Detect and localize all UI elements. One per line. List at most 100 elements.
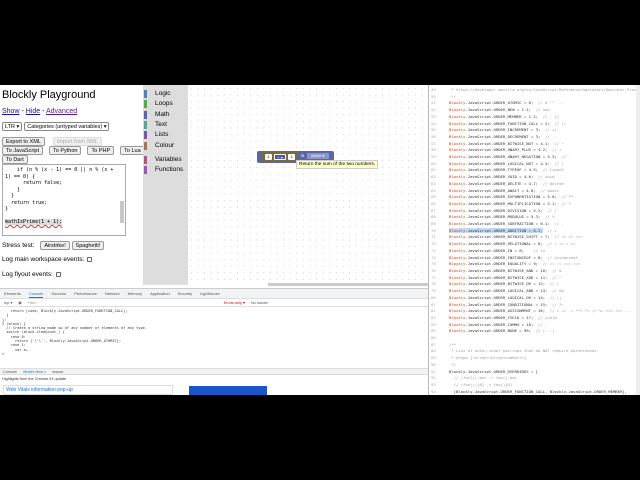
source-code: 49 * https://developer.mozilla.org/en/Ja… [431, 87, 640, 395]
toolbox-category-lists[interactable]: Lists [143, 130, 168, 140]
source-text: Blockly.JavaScript.ORDER_IN = 8; // in [449, 247, 546, 253]
line-number: 70 [431, 227, 436, 233]
toolbox-category-loops[interactable]: Loops [143, 99, 173, 109]
devtools-panel: Elements Console Sources Performance Net… [0, 288, 428, 395]
number-field-b[interactable]: 1 [288, 154, 295, 160]
show-link[interactable]: Show [2, 108, 20, 115]
to-python-button[interactable]: To Python [49, 146, 82, 155]
source-line: 82 Blockly.JavaScript.ORDER_ASSIGNMENT = … [431, 308, 640, 315]
source-text: // (foo())[0] -> foo()[0] [449, 381, 513, 387]
devtools-tab[interactable]: Network [104, 291, 120, 296]
console-line: } [2, 313, 9, 318]
devtools-tab[interactable]: Sources [51, 291, 67, 296]
line-number: 81 [431, 301, 436, 307]
toolbox-value: Categories (untyped variables) [27, 124, 103, 130]
drawer-tab[interactable]: Console [3, 370, 17, 374]
source-text: /** [449, 341, 457, 347]
toolbox-select[interactable]: Categories (untyped variables) ▾ [24, 122, 110, 131]
line-number: 49 [431, 87, 436, 92]
code-line: } [5, 206, 9, 212]
stress-test-row: Stress test: Airstrike! Spaghetti! [2, 241, 105, 250]
source-text: Blockly.JavaScript.ORDER_BITWISE_SHIFT =… [449, 234, 583, 240]
property-dropdown[interactable]: prime ▾ [307, 153, 329, 159]
log-levels-select[interactable]: Errors only ▾ [223, 301, 245, 305]
source-text: Blockly.JavaScript.ORDER_FUNCTION_CALL =… [449, 120, 567, 126]
devtools-tab[interactable]: Application [150, 291, 170, 296]
issues-button[interactable]: No Issues [250, 301, 268, 305]
advanced-link[interactable]: Advanced [46, 108, 78, 115]
filter-input[interactable]: Filter [27, 301, 37, 305]
devtools-tab[interactable]: Memory [127, 291, 143, 296]
console-line: case 0: [2, 334, 26, 339]
export-xml-button[interactable]: Export to XML [2, 137, 45, 146]
toolbox-category-functions[interactable]: Functions [143, 165, 183, 175]
source-text: Blockly.JavaScript.ORDER_UNARY_PLUS = 4.… [449, 147, 562, 153]
to-dart-button[interactable]: To Dart [2, 155, 28, 164]
operator-dropdown[interactable]: + ▾ [274, 154, 286, 160]
log-flyout-checkbox[interactable] [55, 271, 61, 277]
line-number: 84 [431, 321, 436, 327]
line-number: 67 [431, 207, 436, 213]
source-text: Blockly.JavaScript.ORDER_MULTIPLICATION … [449, 200, 571, 206]
import-xml-button[interactable]: Import from XML [52, 137, 102, 146]
line-number: 58 [431, 147, 436, 153]
hide-link[interactable]: Hide [25, 108, 41, 115]
devtools-tab[interactable]: Elements [4, 291, 21, 296]
devtools-tab[interactable]: Security [177, 291, 193, 296]
toolbox-category-logic[interactable]: Logic [143, 89, 171, 99]
source-text: Blockly.JavaScript.ORDER_BITWISE_XOR = 1… [449, 274, 562, 280]
source-text: * https://developer.mozilla.org/en/JavaS… [449, 87, 640, 92]
direction-select[interactable]: LTR ▾ [2, 122, 23, 131]
source-text: Blockly.JavaScript.ORDER_ASSIGNMENT = 16… [449, 308, 632, 314]
console-line: // Create a string made up of any number… [2, 326, 147, 331]
to-lua-button[interactable]: To Lua [120, 146, 145, 155]
category-color-swatch [144, 100, 147, 109]
to-php-button[interactable]: To PHP [87, 146, 115, 155]
console-output: return [code, Blockly.JavaScript.ORDER_F… [2, 309, 147, 356]
airstrike-button[interactable]: Airstrike! [40, 241, 70, 250]
line-number: 80 [431, 294, 436, 300]
toolbox-category-colour[interactable]: Colour [143, 141, 174, 151]
blockly-playground-page: Blockly Playground Show - Hide - Advance… [0, 85, 428, 286]
eye-icon[interactable]: ◉ [18, 301, 22, 305]
context-select[interactable]: top ▾ [4, 301, 13, 305]
category-label: Variables [155, 155, 182, 163]
number-field-a[interactable]: 1 [265, 154, 272, 160]
category-color-swatch [144, 155, 147, 164]
line-number: 91 [431, 368, 436, 374]
workspace-scrollbar[interactable] [268, 283, 428, 286]
source-text: Blockly.JavaScript.ORDER_EXPONENTIATION … [449, 194, 574, 200]
whats-new-image [189, 386, 267, 395]
code-line: } [5, 186, 21, 193]
code-scrollbar[interactable] [120, 201, 124, 223]
devtools-tab[interactable]: Performance [74, 291, 97, 296]
log-workspace-checkbox[interactable] [87, 256, 93, 262]
toolbox-category-math[interactable]: Math [143, 110, 169, 120]
web-vitals-link[interactable]: Web Vitals information pop-up [3, 385, 173, 395]
blockly-workspace[interactable] [188, 85, 428, 283]
code-line: } [5, 193, 15, 199]
source-scrollbar[interactable] [636, 85, 640, 395]
screen: Blockly Playground Show - Hide - Advance… [0, 85, 640, 395]
toolbox-category-variables[interactable]: Variables [143, 155, 182, 165]
to-javascript-button[interactable]: To JavaScript [2, 146, 44, 155]
source-text: * @type {!Array<!Array<number>>} [449, 355, 527, 361]
drawer-tab[interactable]: Issues [52, 370, 64, 374]
line-number: 68 [431, 214, 436, 220]
line-number: 82 [431, 308, 436, 314]
devtools-tab[interactable]: Lighthouse [200, 291, 220, 296]
generated-code-textarea[interactable]: if (n % (x - 1) == 0 || n % (x +1) == 0)… [2, 164, 126, 236]
category-color-swatch [144, 141, 147, 150]
console-line: return [code, Blockly.JavaScript.ORDER_F… [2, 309, 128, 313]
source-text: Blockly.JavaScript.ORDER_COMMA = 18; // … [449, 321, 548, 327]
spaghetti-button[interactable]: Spaghetti! [71, 241, 105, 250]
drawer-tab[interactable]: What's New × [22, 370, 47, 374]
devtools-tab[interactable]: Console [28, 291, 44, 298]
line-number: 78 [431, 281, 436, 287]
toolbox-category-text[interactable]: Text [143, 120, 167, 130]
